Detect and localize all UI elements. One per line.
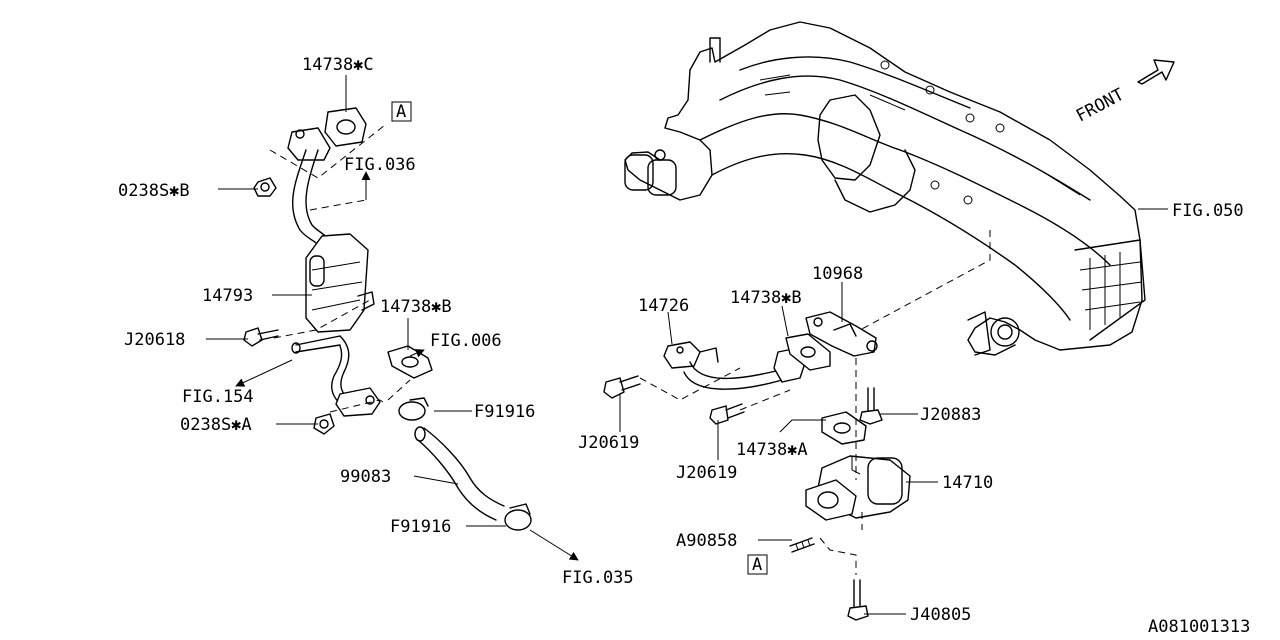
bolt-0238sa-drawing [313, 413, 335, 435]
egr-pipe-left-drawing [287, 107, 381, 417]
label-10968: 10968 [812, 264, 863, 284]
ref-marker-a-bottom-label: A [752, 555, 762, 575]
label-14738b-right: 14738✱B [730, 288, 802, 308]
adapter-10968-drawing [805, 311, 878, 357]
diagram-id: A081001313 [1148, 617, 1250, 637]
ref-marker-a-top-label: A [396, 102, 406, 122]
label-j20618: J20618 [124, 330, 185, 350]
clamp-f91916-top-drawing [398, 397, 429, 421]
ref-marker-a-bottom: A [747, 554, 768, 575]
ref-marker-a-top: A [391, 101, 412, 122]
egr-valve-14710-drawing [805, 455, 911, 521]
hose-99083-drawing [414, 426, 505, 521]
label-0238sa: 0238S✱A [180, 415, 252, 435]
bolt-j20883-drawing [859, 387, 883, 425]
label-14738b-left: 14738✱B [380, 297, 452, 317]
gasket-14738a-drawing [821, 411, 867, 445]
gasket-14738b-right-drawing [785, 333, 831, 371]
label-14710: 14710 [942, 473, 993, 493]
bolt-j20619-left-drawing [603, 375, 641, 399]
clamp-f91916-bottom-drawing [504, 503, 532, 531]
front-label: FRONT [1073, 85, 1128, 127]
front-direction-indicator: FRONT [1073, 59, 1175, 127]
label-j20619-left: J20619 [578, 433, 639, 453]
bolt-0238sb-drawing [253, 177, 277, 197]
label-j40805: J40805 [910, 605, 971, 625]
label-14738a: 14738✱A [736, 440, 808, 460]
label-fig035: FIG.035 [562, 568, 634, 588]
bolt-j20619-right-drawing [709, 403, 745, 425]
label-fig154: FIG.154 [182, 387, 254, 407]
label-fig036: FIG.036 [344, 155, 416, 175]
assembly-guide-lines [269, 124, 991, 575]
bolt-j40805-drawing [847, 579, 869, 621]
label-f91916-top: F91916 [474, 402, 535, 422]
part-labels: 14738✱C 0238S✱B 14793 J20618 14738✱B 023… [118, 55, 993, 625]
egr-pipe-14726-drawing [663, 341, 807, 390]
label-j20619-right: J20619 [676, 463, 737, 483]
stud-a90858-drawing [789, 537, 815, 553]
gasket-14738b-left-drawing [387, 345, 433, 379]
label-fig050: FIG.050 [1172, 201, 1244, 221]
label-j20883: J20883 [920, 405, 981, 425]
label-f91916-bottom: F91916 [390, 517, 451, 537]
bolt-j20618-drawing [243, 327, 279, 347]
figure-arrows [235, 171, 579, 561]
intake-manifold-drawing [624, 21, 1146, 356]
label-14726: 14726 [638, 296, 689, 316]
label-0238sb: 0238S✱B [118, 181, 190, 201]
leader-lines [206, 75, 1168, 615]
label-14738c: 14738✱C [302, 55, 374, 75]
label-fig006: FIG.006 [430, 331, 502, 351]
label-99083: 99083 [340, 467, 391, 487]
label-14793: 14793 [202, 286, 253, 306]
label-a90858: A90858 [676, 531, 737, 551]
figure-ref-labels: FIG.036 FIG.006 FIG.154 FIG.035 FIG.050 [182, 155, 1244, 588]
